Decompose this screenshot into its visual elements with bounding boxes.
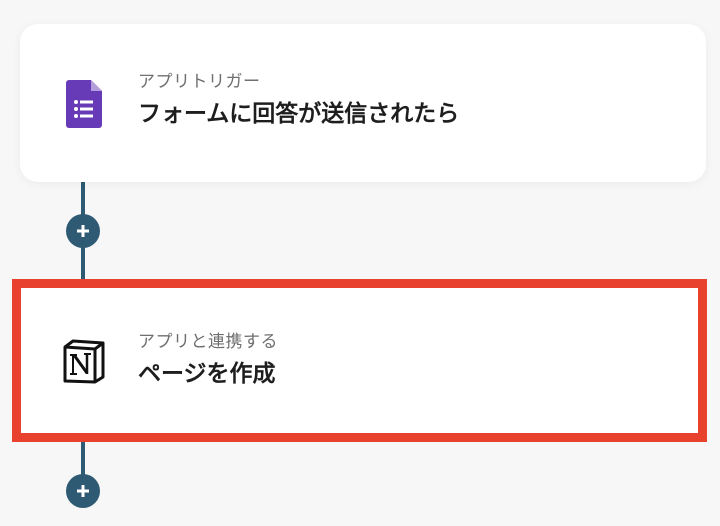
trigger-step-card[interactable]: アプリトリガー フォームに回答が送信されたら — [20, 24, 706, 182]
google-forms-icon — [64, 78, 104, 130]
add-step-button[interactable] — [66, 474, 100, 508]
add-step-button[interactable] — [66, 214, 100, 248]
plus-icon — [77, 225, 89, 237]
trigger-title: フォームに回答が送信されたら — [138, 101, 460, 128]
action-title: ページを作成 — [138, 361, 276, 388]
plus-icon — [77, 485, 89, 497]
action-step-card[interactable]: アプリと連携する ページを作成 — [12, 279, 707, 442]
notion-icon — [61, 338, 107, 384]
connector-line — [81, 442, 85, 482]
action-subtitle: アプリと連携する — [138, 332, 278, 352]
trigger-subtitle: アプリトリガー — [138, 72, 261, 92]
